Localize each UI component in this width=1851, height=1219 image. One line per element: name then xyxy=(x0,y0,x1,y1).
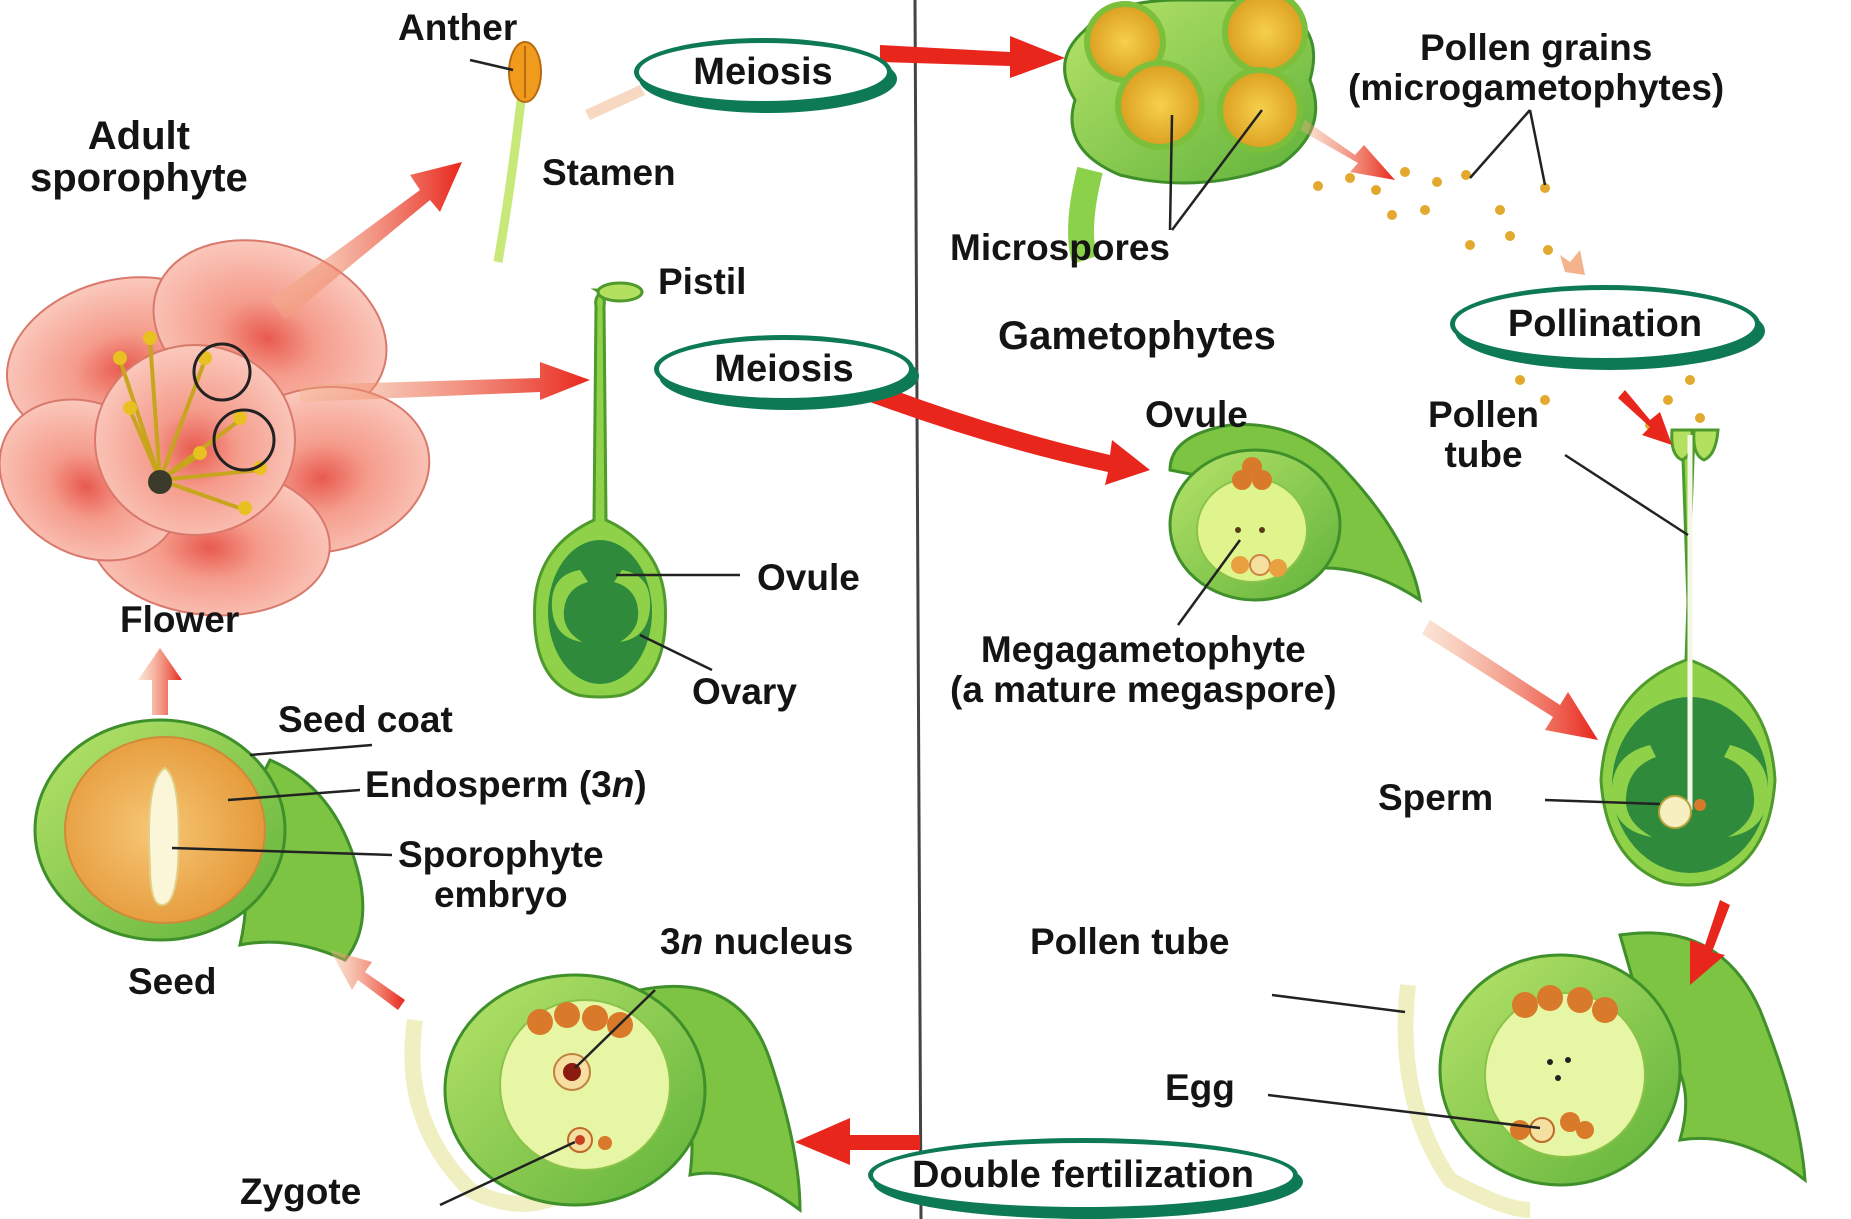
egg-label: Egg xyxy=(1165,1068,1235,1108)
sporophyte-embryo-label: Sporophyte embryo xyxy=(398,835,604,915)
stamen-label: Stamen xyxy=(542,153,676,193)
double-fertilization-oval: Double fertilization xyxy=(868,1138,1298,1212)
flower-label: Flower xyxy=(120,600,239,640)
pollination-oval: Pollination xyxy=(1450,285,1760,363)
stamen-icon xyxy=(470,42,541,262)
meiosis-lower-oval: Meiosis xyxy=(654,335,914,403)
sperm-label: Sperm xyxy=(1378,778,1493,818)
seed-label: Seed xyxy=(128,962,216,1002)
pollen-tube-ovule-icon xyxy=(1268,933,1805,1210)
ovary-label: Ovary xyxy=(692,672,797,712)
microspores-label: Microspores xyxy=(950,228,1170,268)
gametophyte-heading: Gametophytes xyxy=(998,315,1276,357)
anther-label: Anther xyxy=(398,8,517,48)
fertilized-pistil-icon xyxy=(1545,430,1775,885)
flower-icon xyxy=(0,209,443,625)
seed-coat-label: Seed coat xyxy=(278,700,453,740)
pollen-tube-lower-label: Pollen tube xyxy=(1030,922,1229,962)
megagametophyte-label: Megagametophyte (a mature megaspore) xyxy=(950,630,1337,710)
ovule-label-gametophyte: Ovule xyxy=(1145,395,1248,435)
ovule-label-pistil: Ovule xyxy=(757,558,860,598)
fertilized-ovule-icon xyxy=(412,975,800,1210)
endosperm-label: Endosperm (3n) xyxy=(365,765,647,805)
pollen-tube-upper-label: Pollen tube xyxy=(1428,395,1539,475)
anther-cross-section-icon xyxy=(1065,0,1316,260)
ovule-icon xyxy=(1170,425,1420,625)
seed-icon xyxy=(35,720,392,960)
sporophyte-heading: Adult sporophyte xyxy=(30,115,248,199)
pistil-label: Pistil xyxy=(658,262,746,302)
generation-divider xyxy=(915,0,921,1219)
zygote-label: Zygote xyxy=(240,1172,361,1212)
pollen-grains-label: Pollen grains (microgametophytes) xyxy=(1348,28,1724,108)
nucleus-3n-label: 3n nucleus xyxy=(660,922,853,962)
meiosis-upper-oval: Meiosis xyxy=(634,38,892,106)
